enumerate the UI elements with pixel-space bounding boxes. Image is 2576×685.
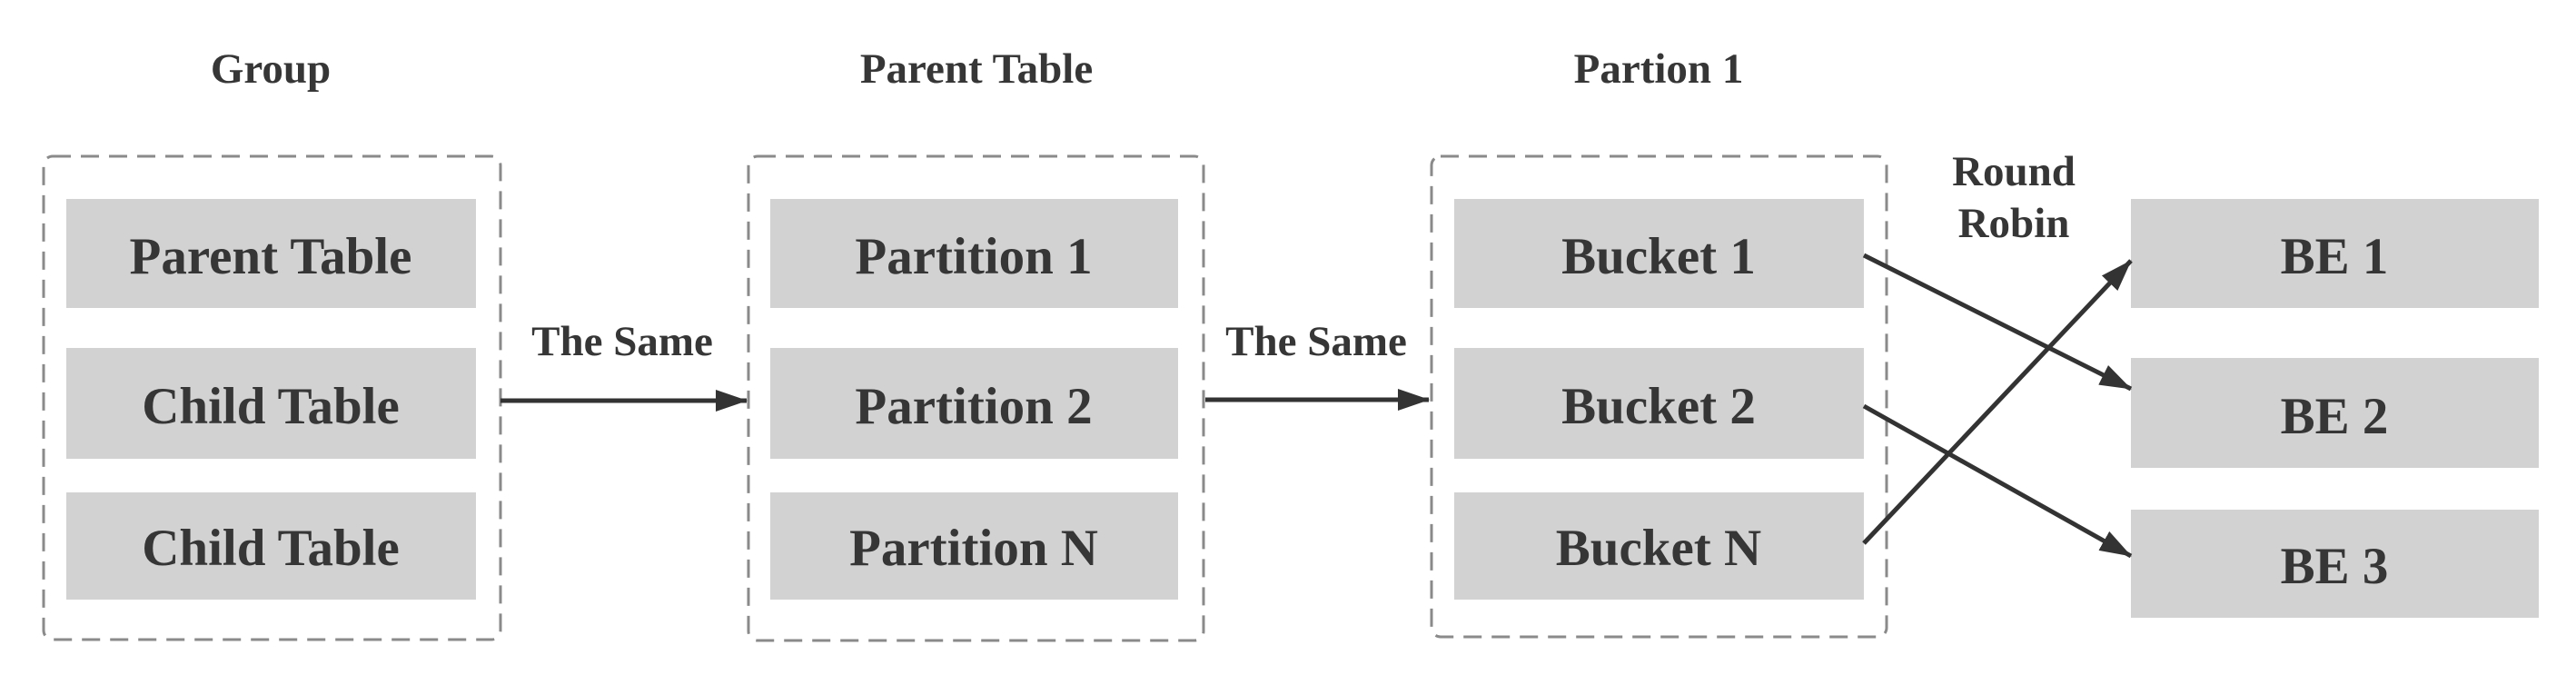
svg-text:Partion 1: Partion 1 [1574,45,1744,93]
svg-text:Child Table: Child Table [142,520,400,577]
svg-text:Partition 1: Partition 1 [855,228,1092,285]
svg-text:Group: Group [211,45,331,93]
svg-text:BE 1: BE 1 [2281,228,2389,285]
svg-text:Parent Table: Parent Table [130,228,412,285]
svg-text:The Same: The Same [1225,318,1407,365]
svg-text:Robin: Robin [1958,200,2070,247]
svg-text:Bucket 1: Bucket 1 [1561,228,1756,285]
svg-text:The Same: The Same [531,318,713,365]
svg-text:Partition 2: Partition 2 [855,378,1092,435]
svg-text:Partition N: Partition N [849,520,1098,577]
svg-text:Child Table: Child Table [142,378,400,435]
svg-text:BE 3: BE 3 [2281,538,2389,595]
svg-text:Round: Round [1952,148,2076,195]
svg-text:Parent Table: Parent Table [860,45,1093,93]
svg-text:Bucket N: Bucket N [1556,520,1761,577]
svg-text:Bucket 2: Bucket 2 [1561,378,1756,435]
svg-text:BE 2: BE 2 [2281,388,2389,445]
